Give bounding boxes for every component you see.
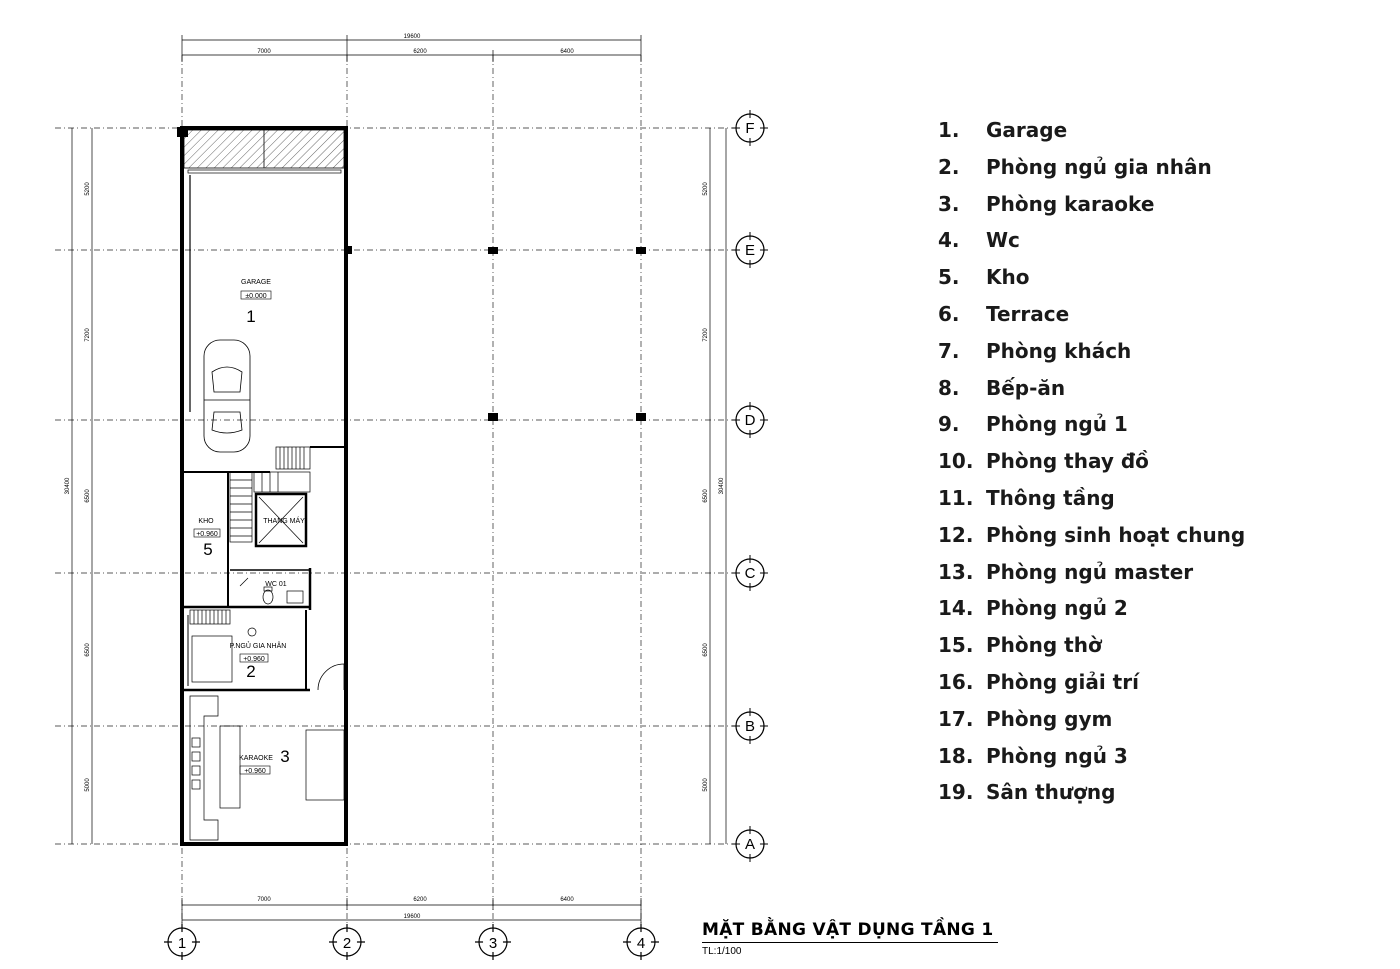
karaoke-furniture bbox=[189, 695, 345, 841]
grid-row-label: B bbox=[745, 718, 755, 735]
legend-item: 17.Phòng gym bbox=[938, 706, 1113, 731]
legend-item: 15.Phòng thờ bbox=[938, 633, 1102, 658]
wc-fixtures bbox=[239, 577, 304, 605]
right-total-dim: 30400 bbox=[719, 477, 725, 494]
room-name-wc: WC 01 bbox=[265, 581, 287, 588]
room-name-karaoke: KARAOKE bbox=[239, 755, 273, 762]
grid-row-label: F bbox=[745, 120, 754, 137]
room-level-bedroom: +0.960 bbox=[243, 656, 265, 663]
legend-item: 16.Phòng giải trí bbox=[938, 669, 1139, 694]
grid-row-label: C bbox=[745, 565, 756, 582]
right-span-dim: 7200 bbox=[703, 328, 709, 342]
legend-item: 9.Phòng ngủ 1 bbox=[938, 412, 1128, 437]
grid-row-label: A bbox=[745, 836, 755, 853]
legend-item: 3.Phòng karaoke bbox=[938, 191, 1155, 216]
left-span-dim: 6500 bbox=[85, 489, 91, 503]
grid-row-label: E bbox=[745, 242, 755, 259]
legend-item: 7.Phòng khách bbox=[938, 338, 1132, 363]
bottom-span-dim: 7000 bbox=[257, 897, 271, 903]
grid-column-label: 2 bbox=[343, 935, 351, 952]
legend-item: 4.Wc bbox=[938, 228, 1020, 253]
right-span-dim: 5000 bbox=[703, 778, 709, 792]
left-total-dim: 30400 bbox=[65, 477, 71, 494]
legend-item: 2.Phòng ngủ gia nhân bbox=[938, 154, 1212, 179]
room-number-kho: 5 bbox=[203, 540, 212, 559]
legend-item: 6.Terrace bbox=[938, 301, 1070, 326]
legend-item: 12.Phòng sinh hoạt chung bbox=[938, 522, 1246, 547]
bottom-span-dim: 6400 bbox=[560, 897, 574, 903]
left-span-dim: 6500 bbox=[85, 643, 91, 657]
legend-item: 19.Sân thượng bbox=[938, 780, 1116, 805]
elevator-shaft bbox=[254, 492, 308, 548]
row-bubble-ticks bbox=[732, 110, 768, 862]
interior-walls bbox=[184, 175, 346, 692]
left-dimensions bbox=[71, 128, 93, 844]
room-name-bedroom: P.NGỦ GIA NHÂN bbox=[230, 641, 287, 650]
room-legend: 1.Garage 2.Phòng ngủ gia nhân 3.Phòng ka… bbox=[938, 112, 1245, 811]
grid-row-label: D bbox=[745, 412, 756, 429]
room-number-garage: 1 bbox=[246, 307, 255, 326]
legend-item: 14.Phòng ngủ 2 bbox=[938, 596, 1128, 621]
right-span-dim: 6500 bbox=[703, 489, 709, 503]
drawing-scale: TL:1/100 bbox=[702, 946, 742, 957]
door-swing bbox=[317, 663, 345, 691]
room-level-karaoke: +0.960 bbox=[244, 768, 266, 775]
row-bubbles bbox=[735, 113, 765, 859]
legend-item: 1.Garage bbox=[938, 118, 1068, 142]
left-span-dim: 5000 bbox=[85, 778, 91, 792]
bottom-total-dim: 19600 bbox=[404, 914, 421, 920]
room-name-garage: GARAGE bbox=[241, 279, 271, 286]
structural-columns bbox=[177, 127, 646, 421]
grid-column-label: 4 bbox=[637, 935, 645, 952]
left-span-dim: 5200 bbox=[85, 182, 91, 196]
legend-item: 10.Phòng thay đồ bbox=[938, 449, 1149, 474]
grid-column-label: 3 bbox=[489, 935, 497, 952]
room-number-karaoke: 3 bbox=[280, 747, 289, 766]
car-icon bbox=[203, 339, 251, 453]
top-total-dim: 19600 bbox=[404, 34, 421, 40]
legend-item: 18.Phòng ngủ 3 bbox=[938, 743, 1128, 768]
top-span-dim: 6400 bbox=[560, 49, 574, 55]
top-span-dim: 7000 bbox=[257, 49, 271, 55]
drawing-title: MẶT BẰNG VẬT DỤNG TẦNG 1 bbox=[702, 918, 998, 943]
right-span-dim: 6500 bbox=[703, 643, 709, 657]
room-name-kho: KHO bbox=[198, 518, 214, 525]
grid-column-label: 1 bbox=[178, 935, 186, 952]
legend-item: 11.Thông tầng bbox=[938, 485, 1115, 510]
room-level-kho: +0.960 bbox=[196, 531, 218, 538]
room-number-bedroom: 2 bbox=[246, 662, 255, 681]
legend-item: 13.Phòng ngủ master bbox=[938, 559, 1194, 584]
column-bubbles bbox=[164, 924, 659, 960]
top-span-dim: 6200 bbox=[413, 49, 427, 55]
bottom-span-dim: 6200 bbox=[413, 897, 427, 903]
staircase bbox=[189, 446, 311, 625]
bottom-dimensions bbox=[181, 898, 642, 925]
grid-lines bbox=[55, 55, 735, 930]
bed-icon bbox=[191, 635, 233, 683]
top-dimensions bbox=[181, 35, 642, 62]
room-level-garage: ±0.000 bbox=[245, 293, 266, 300]
right-span-dim: 5200 bbox=[703, 182, 709, 196]
legend-item: 8.Bếp-ăn bbox=[938, 375, 1066, 400]
right-dimensions bbox=[709, 128, 727, 844]
building-walls bbox=[180, 126, 348, 846]
legend-item: 5.Kho bbox=[938, 265, 1030, 290]
elevator-label: THANG MÁY bbox=[263, 516, 305, 525]
left-span-dim: 7200 bbox=[85, 328, 91, 342]
